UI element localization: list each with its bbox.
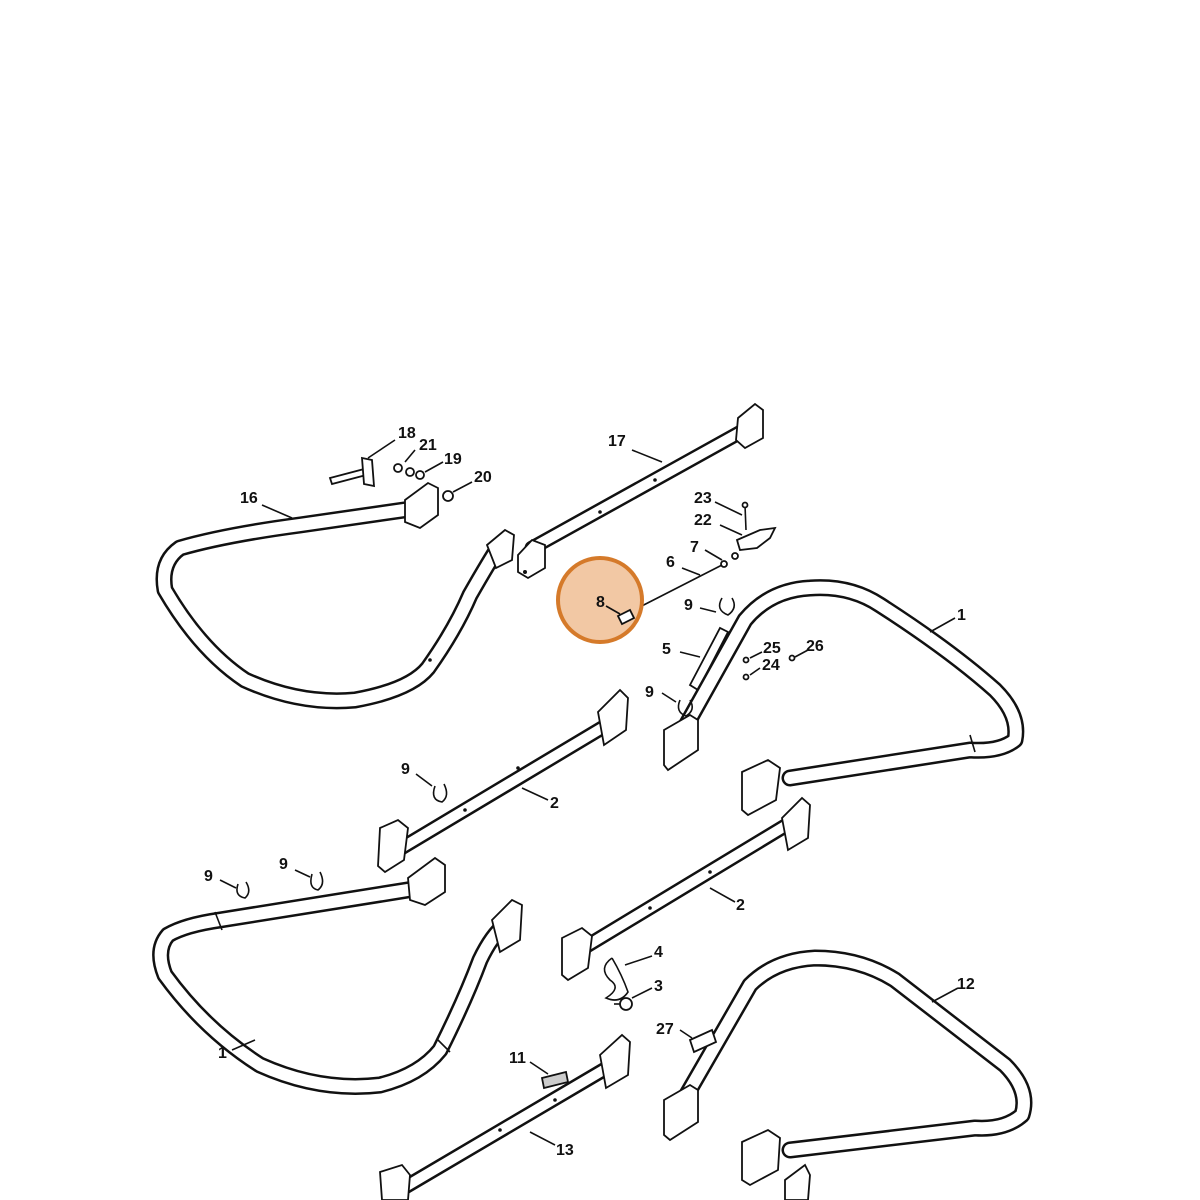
callout-21[interactable]: 21 — [419, 437, 437, 454]
callout-6[interactable]: 6 — [666, 554, 675, 571]
callout-18[interactable]: 18 — [398, 425, 416, 442]
lever-22 — [735, 501, 777, 551]
label-11 — [540, 1070, 570, 1090]
callout-1-upper[interactable]: 1 — [957, 607, 966, 624]
leader-lines — [219, 439, 959, 1146]
callout-11[interactable]: 11 — [509, 1050, 526, 1067]
spring-clip-4 — [603, 957, 629, 1001]
frame-1-lower — [152, 856, 523, 1095]
frame-16 — [155, 481, 515, 710]
callout-9-mid[interactable]: 9 — [645, 684, 654, 701]
highlight-8[interactable] — [556, 556, 644, 644]
small-nuts — [742, 654, 796, 681]
callout-22[interactable]: 22 — [694, 512, 712, 529]
wing-bolt-18 — [328, 456, 375, 488]
crossbar-13 — [379, 1033, 631, 1200]
callout-27[interactable]: 27 — [656, 1021, 674, 1038]
callout-26[interactable]: 26 — [806, 638, 824, 655]
callout-9-far-left[interactable]: 9 — [204, 868, 213, 885]
frame-12 — [663, 949, 1033, 1200]
callout-13[interactable]: 13 — [556, 1142, 574, 1159]
crossbar-17 — [517, 402, 764, 580]
callout-9-top[interactable]: 9 — [684, 597, 693, 614]
callout-3[interactable]: 3 — [654, 978, 663, 995]
callout-24[interactable]: 24 — [762, 657, 780, 674]
callout-12[interactable]: 12 — [957, 976, 975, 993]
cable-rod-6 — [629, 552, 739, 613]
callout-7[interactable]: 7 — [690, 539, 699, 556]
callout-2-lower[interactable]: 2 — [736, 897, 745, 914]
knob-3 — [614, 997, 633, 1011]
callout-1-lower[interactable]: 1 — [218, 1045, 227, 1062]
callout-25[interactable]: 25 — [763, 640, 781, 657]
crossbar-2-upper — [377, 688, 629, 874]
callout-4[interactable]: 4 — [654, 944, 663, 961]
callout-23[interactable]: 23 — [694, 490, 712, 507]
washers-19-21 — [393, 463, 425, 480]
callout-9-lower[interactable]: 9 — [279, 856, 288, 873]
callout-8-highlighted[interactable]: 8 — [596, 594, 605, 611]
nut-20 — [442, 490, 454, 502]
callout-16[interactable]: 16 — [240, 490, 258, 507]
callout-17[interactable]: 17 — [608, 433, 626, 450]
callout-19[interactable]: 19 — [444, 451, 462, 468]
callout-5[interactable]: 5 — [662, 641, 671, 658]
frame-1-upper — [663, 579, 1025, 817]
clip-9-icons — [236, 597, 736, 899]
label-27 — [688, 1028, 718, 1054]
callout-9-left[interactable]: 9 — [401, 761, 410, 778]
callout-20[interactable]: 20 — [474, 469, 492, 486]
callout-2-upper[interactable]: 2 — [550, 795, 559, 812]
crossbar-2-lower — [561, 796, 811, 982]
callout-numbers: 18 21 19 20 16 17 23 22 7 6 9 1 5 25 26 … — [204, 425, 975, 1159]
bracket-5 — [688, 626, 730, 692]
